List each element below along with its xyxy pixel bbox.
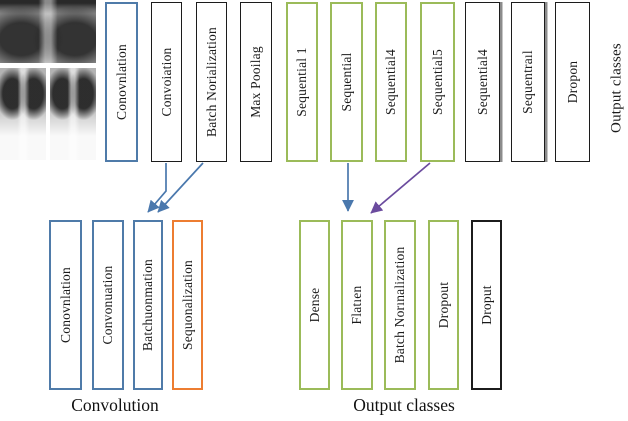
output-classes-side-label-text: Output classes (608, 43, 625, 133)
top-box-sequential-1-label: Sequential 1 (294, 47, 309, 117)
top-box-batch-norialization: Batch Norialization (196, 2, 227, 162)
conv-box-convonuation: Convonuation (92, 220, 124, 390)
top-box-max-pooling-label: Max Pooilag (248, 46, 263, 118)
chest-xray-image-right (50, 68, 96, 160)
top-box-conovnlation-label: Conovnlation (113, 44, 129, 120)
out-box-flatten-label: Flatıen (349, 285, 364, 325)
output-classes-caption: Output classes (353, 395, 455, 415)
top-box-dropon-label: Dropon (564, 60, 580, 104)
out-box-dropout-label: Dropout (435, 281, 451, 329)
top-box-sequential4-black: Sequential4 (465, 2, 500, 162)
out-box-batch-normalization-label: Batch Norınalization (392, 246, 407, 364)
conv-box-sequonalization-label: Sequonalization (179, 260, 195, 350)
top-box-conovnlation: Conovnlation (105, 2, 138, 162)
out-box-dropout: Dropout (428, 220, 459, 390)
arrow-convoiation-to-batchnorm (147, 163, 167, 213)
conv-box-convonuation-label: Convonuation (100, 265, 115, 345)
top-box-batch-norialization-label: Batch Norialization (203, 27, 219, 137)
top-box-sequential4-black-label: Sequential4 (474, 49, 490, 115)
top-box-sequential4-green: Sequential4 (375, 2, 407, 162)
top-box-sequential5: Sequential5 (420, 2, 455, 162)
top-box-dropon: Dropon (555, 2, 590, 162)
top-box-sequential-label: Sequential (338, 52, 354, 112)
out-box-dense-label: Dense (306, 287, 322, 323)
conv-box-conovnlation-label: Conovnlation (57, 267, 73, 343)
top-box-sequential4-green-label: Sequential4 (383, 49, 398, 115)
conv-box-sequonalization: Sequonalization (172, 220, 203, 390)
top-box-sequential: Sequential (330, 2, 363, 162)
chest-xray-image-left (0, 68, 46, 160)
convolution-caption: Convolution (71, 395, 159, 415)
top-box-convoiation: Convoiation (151, 2, 182, 162)
output-classes-side-label: Output classes (603, 28, 628, 148)
out-box-dense: Dense (299, 220, 330, 390)
out-box-batch-normalization: Batch Norınalization (384, 220, 416, 390)
out-box-droput-label: Droput (478, 285, 494, 325)
top-box-max-pooling: Max Pooilag (240, 2, 272, 162)
top-box-sequentrail-label: Sequentraıl (520, 50, 535, 114)
arrow-sequential5-to-flatten (370, 162, 431, 214)
conv-box-batchnorm: Batchuonmation (133, 220, 163, 390)
conv-box-conovnlation: Conovnlation (49, 220, 82, 390)
out-box-droput: Droput (471, 220, 502, 390)
conv-box-batchnorm-label: Batchuonmation (140, 258, 155, 352)
top-box-convoiation-label: Convoiation (158, 47, 174, 117)
out-box-flatten: Flatıen (341, 220, 373, 390)
top-box-sequentrail: Sequentraıl (511, 2, 545, 162)
top-box-sequential5-label: Sequential5 (429, 49, 445, 115)
chest-xray-image-top (0, 0, 96, 63)
top-box-sequential-1: Sequential 1 (286, 2, 318, 162)
arrow-batchnorialization-to-batchnorm (157, 162, 204, 213)
